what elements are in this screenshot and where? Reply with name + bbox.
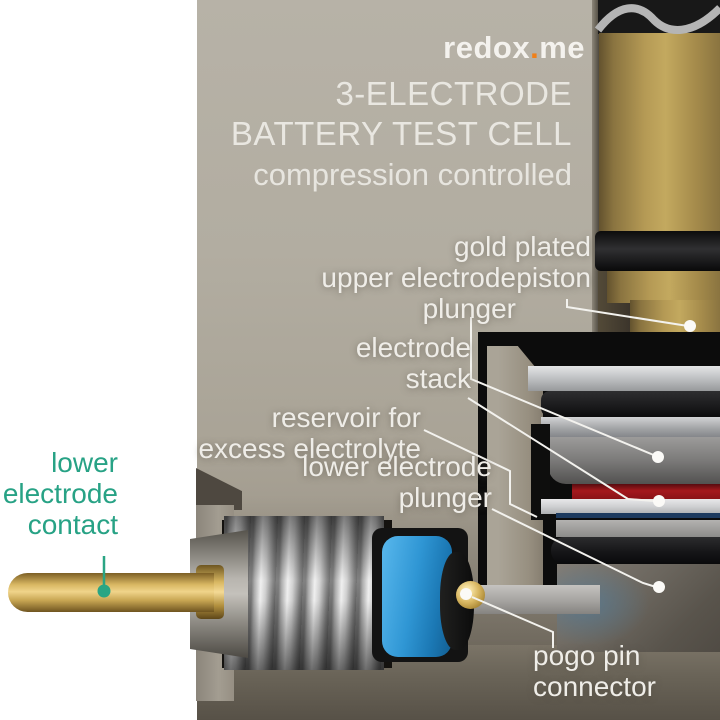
callout-electrode-stack-line1: electrode: [355, 332, 471, 363]
callout-gold-piston: gold plated piston: [454, 231, 591, 293]
callout-gold-piston-line1: gold plated: [453, 231, 591, 262]
pogo-pin-tip: [456, 581, 485, 609]
current-collector-plate: [541, 499, 720, 514]
upper-electrode-plunger-part: [548, 437, 720, 484]
piston-oring: [595, 231, 720, 271]
callout-lower-contact-line3: contact: [27, 509, 118, 540]
title-line-2: BATTERY TEST CELL: [230, 115, 572, 152]
callout-electrode-stack: electrode stack: [356, 332, 471, 394]
upper-plunger-oring: [541, 391, 720, 417]
title-line-1: 3-ELECTRODE: [335, 75, 572, 112]
separator-layer: [556, 513, 720, 518]
callout-lower-plunger-line1: lower electrode: [302, 451, 492, 482]
callout-lower-contact: lower electrode contact: [3, 447, 118, 540]
callout-lower-contact-line2: electrode: [2, 478, 118, 509]
lower-electrode-contact-pin: [8, 573, 214, 612]
callout-reservoir-line2: excess electrolyte: [198, 433, 421, 464]
gold-piston-mid-block: [607, 271, 720, 303]
brand-prefix: redox: [443, 30, 531, 65]
callout-upper-plunger-line1: upper electrode: [321, 262, 516, 293]
callout-electrode-stack-line2: stack: [405, 363, 471, 394]
callout-lower-contact-line1: lower: [51, 447, 118, 478]
title-subtitle: compression controlled: [253, 157, 572, 192]
callout-pogo-line1: pogo pin: [533, 640, 641, 671]
callout-pogo-line2: connector: [533, 671, 656, 702]
electrode-red-layer: [572, 484, 720, 499]
callout-lower-plunger-line2: plunger: [398, 482, 492, 513]
piston-bore-edge: [592, 0, 601, 334]
lower-plunger-flange: [470, 585, 600, 614]
threaded-plug: [224, 516, 384, 670]
callout-pogo: pogo pin connector: [533, 640, 656, 702]
lower-spacer-plate: [556, 520, 720, 537]
callout-upper-plunger-line2: plunger: [422, 293, 516, 324]
upper-spacer-plate: [528, 366, 720, 391]
callout-upper-plunger: upper electrode plunger: [321, 262, 516, 324]
callout-lower-plunger: lower electrode plunger: [302, 451, 492, 513]
title-block: 3-ELECTRODE BATTERY TEST CELL compressio…: [231, 74, 572, 195]
callout-reservoir-line1: reservoir for: [271, 402, 421, 433]
callout-gold-piston-line2: piston: [516, 262, 591, 293]
lower-plunger-oring: [551, 537, 720, 564]
brand-logo: redox.me: [443, 30, 585, 66]
gold-piston-upper-block: [599, 33, 720, 231]
upper-plunger-flange: [541, 417, 720, 437]
brand-dot: .: [530, 30, 540, 65]
compression-knob-section: [598, 0, 720, 34]
brand-suffix: me: [539, 30, 585, 65]
callout-reservoir: reservoir for excess electrolyte: [198, 402, 421, 464]
